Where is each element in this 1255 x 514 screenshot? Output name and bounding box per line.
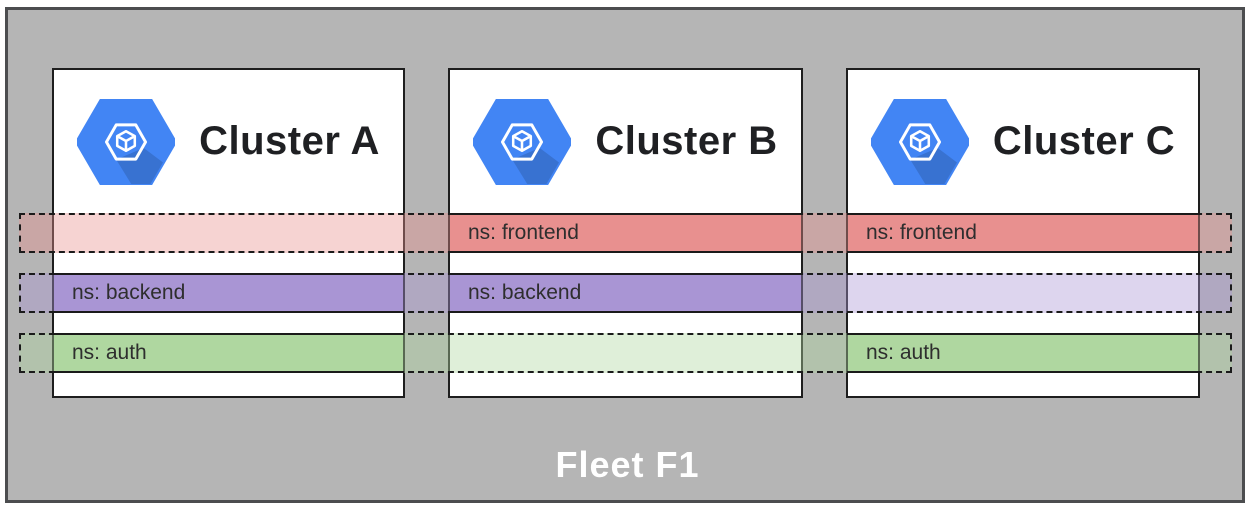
namespace-segment-auth-cluster-c: ns: auth <box>848 333 1198 373</box>
namespace-label: ns: auth <box>866 341 941 364</box>
namespace-label: ns: auth <box>72 341 147 364</box>
fleet-label: Fleet F1 <box>555 444 700 485</box>
namespace-label: ns: backend <box>468 281 582 304</box>
gke-cluster-icon <box>77 98 176 185</box>
cluster-header-a: Cluster A <box>54 70 403 213</box>
namespace-segment-backend-cluster-a: ns: backend <box>54 273 403 313</box>
cluster-name: Cluster A <box>199 119 380 163</box>
namespace-segment-auth-cluster-a: ns: auth <box>54 333 403 373</box>
namespace-label: ns: frontend <box>468 221 579 244</box>
namespace-label: ns: backend <box>72 281 186 304</box>
namespace-segment-frontend-cluster-b: ns: frontend <box>450 213 801 253</box>
gke-cluster-icon <box>870 98 969 185</box>
namespace-segment-backend-cluster-b: ns: backend <box>450 273 801 313</box>
cluster-header-c: Cluster C <box>848 70 1198 213</box>
gke-cluster-icon <box>473 98 572 185</box>
cluster-name: Cluster C <box>992 119 1176 163</box>
cluster-header-b: Cluster B <box>450 70 801 213</box>
cluster-name: Cluster B <box>595 119 778 163</box>
namespace-label: ns: frontend <box>866 221 977 244</box>
namespace-segment-frontend-cluster-c: ns: frontend <box>848 213 1198 253</box>
